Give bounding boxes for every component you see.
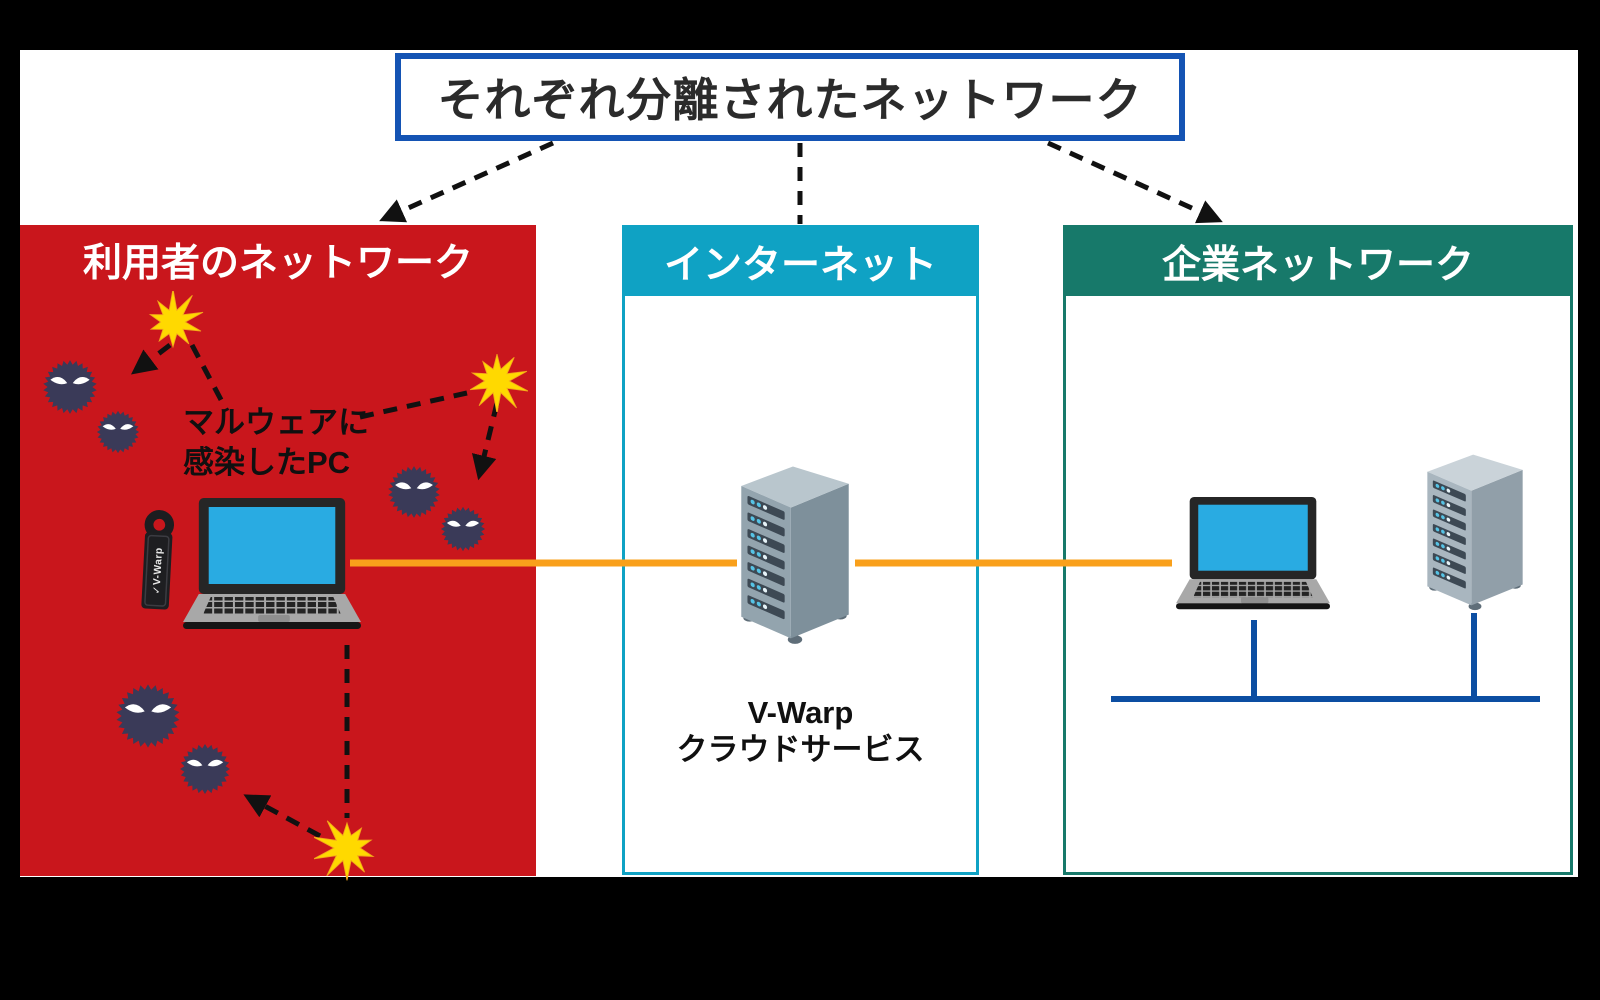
user-network-header: 利用者のネットワーク: [82, 242, 473, 285]
infected-pc-line2: 感染したPC: [183, 445, 351, 481]
malware-icon: [179, 743, 231, 795]
infected-pc-label: マルウェアに 感染したPC: [183, 403, 403, 484]
laptop-icon: [183, 498, 361, 638]
burst-icon: [142, 288, 204, 353]
burst-icon: [466, 350, 529, 414]
cloud-service-line2: クラウドサービス: [676, 732, 925, 768]
server-icon: [733, 460, 857, 646]
usb-device-icon: ✓V-Warp: [138, 510, 176, 612]
title-box: それぞれ分離されたネットワーク: [395, 53, 1185, 141]
internet-panel: インターネット: [622, 225, 979, 875]
cloud-service-line1: V-Warp: [747, 695, 854, 730]
malware-icon: [115, 683, 181, 749]
malware-icon: [42, 359, 98, 415]
malware-icon: [387, 465, 441, 519]
infected-pc-line1: マルウェアに: [183, 405, 369, 440]
cloud-service-label: V-Warp クラウドサービス: [622, 694, 979, 768]
laptop-icon: [1176, 497, 1330, 617]
internet-header: インターネット: [625, 228, 976, 296]
malware-icon: [96, 410, 140, 454]
burst-icon: [313, 815, 380, 881]
corporate-network-header: 企業ネットワーク: [1066, 228, 1570, 296]
malware-icon: [440, 506, 486, 552]
server-icon: [1420, 449, 1530, 612]
usb-device-label: ✓V-Warp: [152, 547, 165, 595]
diagram-title: それぞれ分離されたネットワーク: [437, 74, 1143, 126]
